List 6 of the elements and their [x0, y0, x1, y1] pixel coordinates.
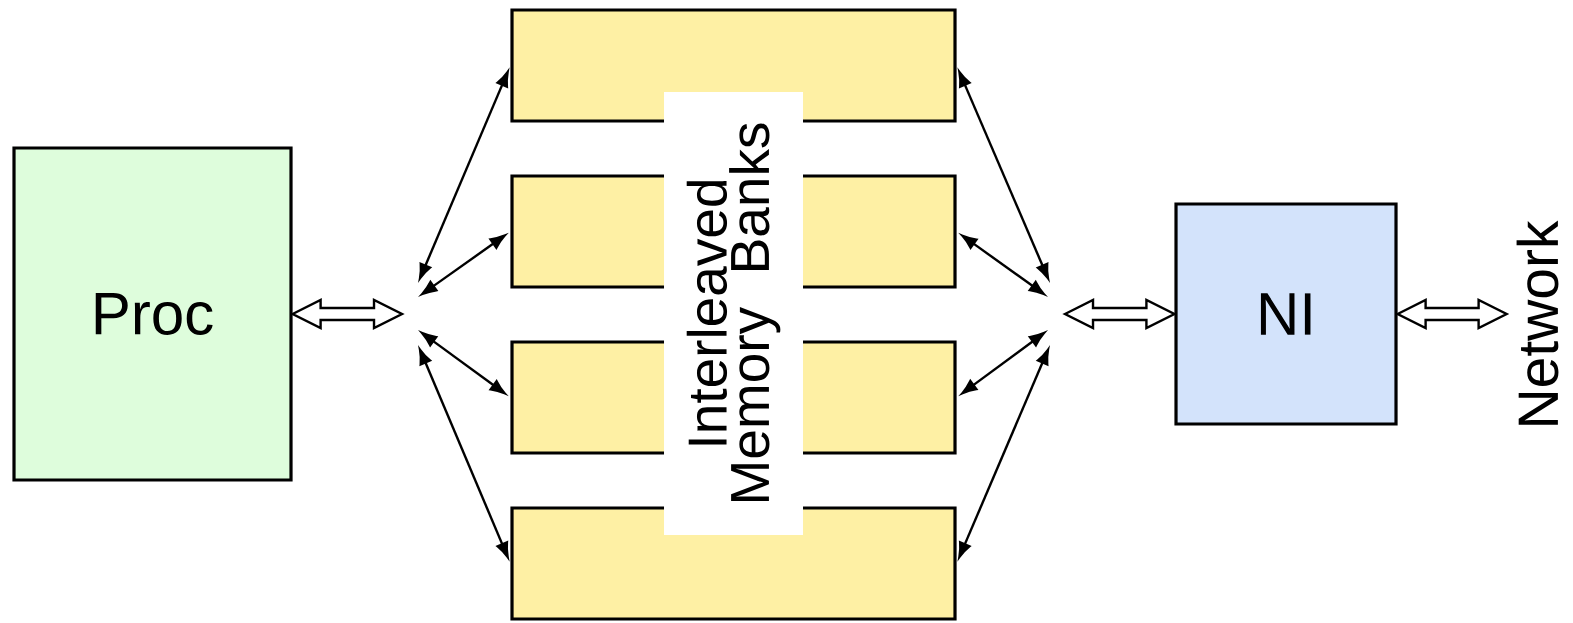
ni-box: NI: [1174, 202, 1398, 426]
memory-bank-box: [510, 506, 957, 621]
memory-bank-box: [510, 8, 957, 123]
network-label: Network: [1516, 220, 1559, 425]
process-box: Proc: [12, 146, 293, 482]
bank-label: Interleaved Memory Banks: [664, 92, 803, 535]
